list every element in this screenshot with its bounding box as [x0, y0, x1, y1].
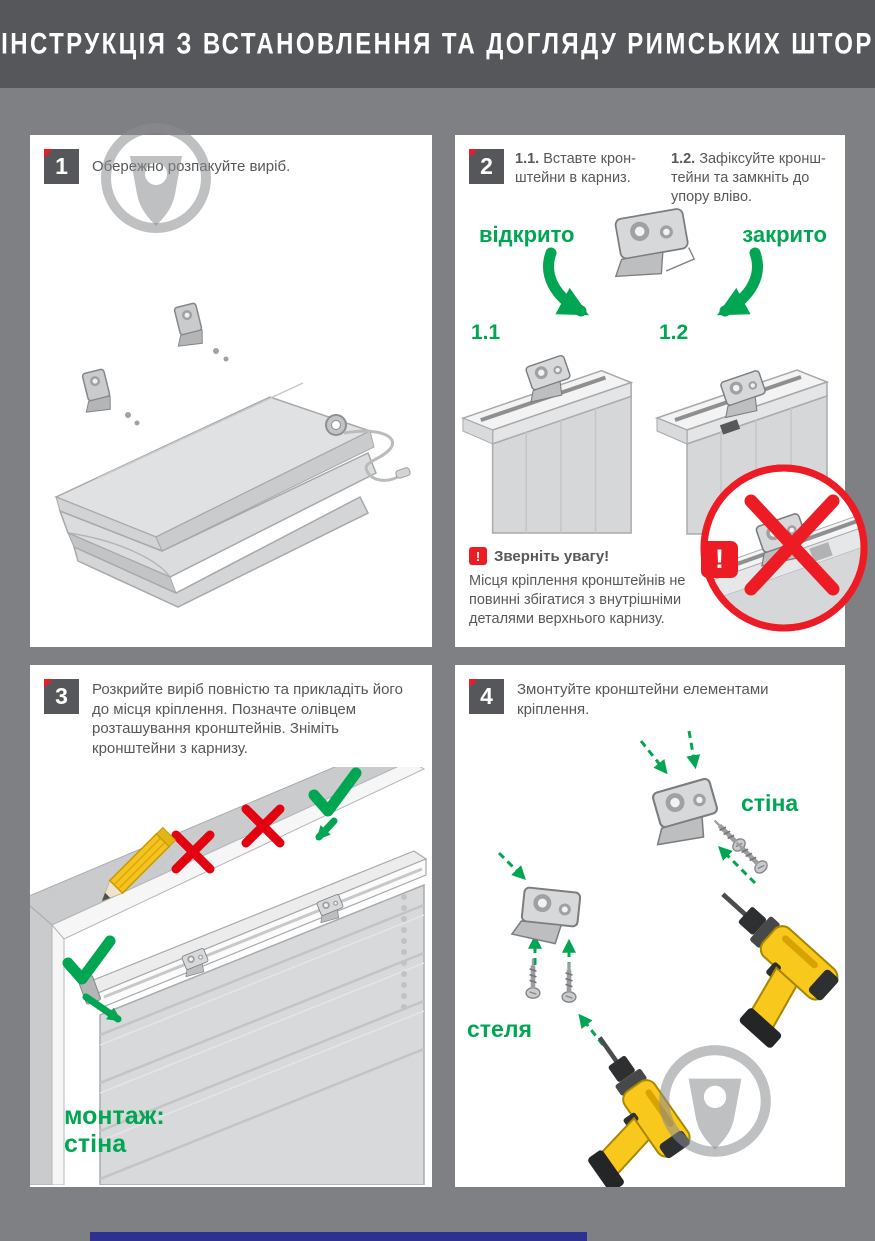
wrong-placement-illustration	[700, 464, 868, 632]
footer-strip	[90, 1232, 587, 1241]
step-4-instruction: Змонтуйте кронштейни елементами кріпленн…	[517, 681, 769, 718]
pull-cord	[343, 429, 402, 482]
label-ceiling: стеля	[467, 1016, 532, 1042]
screw-icon	[732, 838, 770, 876]
mounting-illustration	[497, 730, 845, 1187]
sub-step-2-label: 1.2	[659, 321, 689, 344]
step-2-instruction-1: 1.1. Вставте крон-штейни в карниз.	[515, 150, 665, 188]
step-corner-accent	[44, 679, 53, 688]
drill-icon	[667, 880, 843, 1053]
sub-step-1-label: 1.1	[471, 321, 501, 344]
cross-mark-icon	[171, 804, 285, 874]
screw-icon	[526, 959, 540, 999]
check-mark-icon	[62, 935, 116, 985]
caption-line-2: стіна	[64, 1129, 127, 1158]
title-bar: ІНСТРУКЦІЯ З ВСТАНОВЛЕННЯ ТА ДОГЛЯДУ РИМ…	[0, 0, 875, 88]
check-mark-icon	[308, 767, 362, 817]
step-number: 3	[55, 683, 68, 709]
step-number: 1	[55, 153, 68, 179]
step-1-number-box: 1	[44, 149, 79, 184]
warning-icon: !	[469, 547, 487, 565]
label-wall: стіна	[741, 790, 799, 816]
drill-icon	[534, 1027, 695, 1187]
step-3-instruction: Розкрийте виріб повністю та прикладіть й…	[92, 681, 403, 757]
instruction-1-number: 1.1.	[515, 151, 540, 167]
step-number: 2	[480, 153, 493, 179]
warning-badge: !	[701, 541, 738, 578]
screw-icon	[562, 963, 576, 1003]
instruction-1-text: Вставте крон-штейни в карниз.	[515, 151, 636, 186]
step-4-panel: 4 Змонтуйте кронштейни елементами кріпле…	[455, 665, 845, 1187]
pencil-icon	[101, 826, 177, 902]
label-open: відкрито	[479, 222, 575, 247]
step-number: 4	[480, 683, 493, 709]
warning-text: Місця кріплення кронштейнів не повинні з…	[469, 573, 686, 628]
chain-icon	[401, 894, 407, 1010]
step-2-instruction-2: 1.2. Зафіксуйте кронш-тейни та замкніть …	[671, 150, 833, 207]
bracket-icon	[614, 208, 696, 278]
marking-illustration	[30, 767, 428, 1185]
wall-bracket-icon	[642, 776, 725, 851]
caption-line-1: монтаж:	[64, 1102, 165, 1130]
cross-mark-icon	[744, 494, 840, 596]
step-corner-accent	[44, 149, 53, 158]
step-1-panel: 1 Обережно розпакуйте виріб.	[30, 135, 432, 647]
insert-bracket-illustration	[460, 353, 634, 534]
instruction-2-number: 1.2.	[671, 151, 696, 167]
step-4-number-box: 4	[469, 679, 504, 714]
folded-blind-illustration	[54, 302, 411, 608]
mount-type-caption: монтаж: стіна	[64, 1102, 165, 1158]
step-2-panel: 2 1.1. Вставте крон-штейни в карниз. 1.2…	[455, 135, 868, 647]
warning-header: ! Зверніть увагу!	[469, 547, 609, 565]
page-title: ІНСТРУКЦІЯ З ВСТАНОВЛЕННЯ ТА ДОГЛЯДУ РИМ…	[1, 26, 874, 60]
step-3-panel: 3 Розкрийте виріб повністю та прикладіть…	[30, 665, 432, 1187]
step-1-instruction: Обережно розпакуйте виріб.	[92, 158, 291, 175]
bracket-icon	[81, 368, 111, 413]
step-3-number-box: 3	[44, 679, 79, 714]
ceiling-bracket-icon	[510, 885, 582, 947]
bracket-icon	[173, 302, 203, 347]
label-closed: закрито	[742, 222, 827, 247]
instruction-2-text: Зафіксуйте кронш-тейни та замкніть до уп…	[671, 151, 826, 205]
warning-title: Зверніть увагу!	[494, 547, 610, 565]
step-corner-accent	[469, 149, 478, 158]
step-corner-accent	[469, 679, 478, 688]
step-2-number-box: 2	[469, 149, 504, 184]
